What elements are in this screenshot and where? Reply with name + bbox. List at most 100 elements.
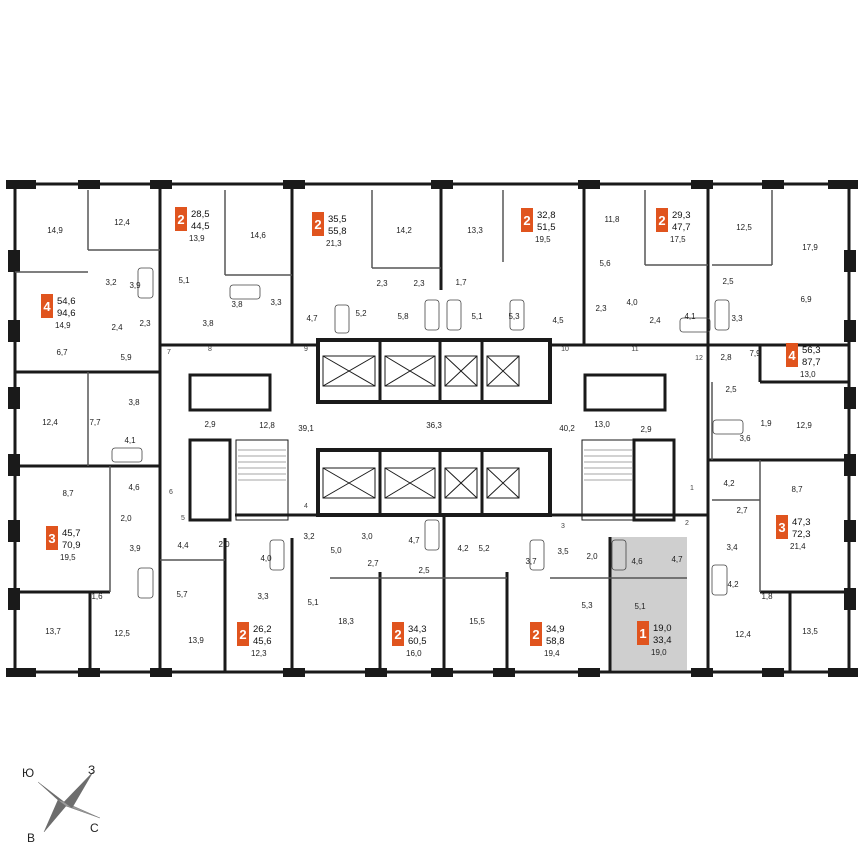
room-label: 4,1 — [124, 436, 136, 445]
door-number: 11 — [631, 346, 638, 353]
compass-letter-e: С — [90, 821, 99, 835]
svg-text:70,9: 70,9 — [62, 540, 81, 551]
door-number: 5 — [181, 515, 185, 522]
room-label: 5,1 — [178, 276, 190, 285]
apartment-badge: 2 26,2 45,6 12,3 — [237, 622, 272, 658]
door-number: 8 — [208, 346, 212, 353]
svg-text:33,4: 33,4 — [653, 635, 672, 646]
room-label: 1,9 — [760, 419, 772, 428]
room-label: 6,9 — [800, 295, 812, 304]
room-label: 3,3 — [731, 314, 743, 323]
room-label: 3,9 — [129, 544, 141, 553]
apartment-badge: 4 54,6 94,6 14,9 — [41, 294, 76, 330]
room-label: 13,3 — [467, 226, 483, 235]
svg-text:29,3: 29,3 — [672, 210, 691, 221]
room-label: 1,8 — [761, 592, 773, 601]
apartment-badge: 2 29,3 47,7 17,5 — [656, 208, 691, 244]
door-number: 9 — [304, 346, 308, 353]
room-label: 3,8 — [202, 319, 214, 328]
room-label: 4,2 — [457, 544, 469, 553]
svg-text:19,5: 19,5 — [535, 235, 551, 244]
door-number: 3 — [561, 523, 565, 530]
room-label: 4,0 — [626, 298, 638, 307]
room-label: 3,9 — [129, 281, 141, 290]
compass-letter-n: З — [88, 763, 95, 777]
room-label: 2,9 — [640, 425, 652, 434]
svg-text:2: 2 — [177, 212, 184, 227]
room-label: 12,5 — [114, 629, 130, 638]
svg-text:19,0: 19,0 — [651, 648, 667, 657]
svg-text:2: 2 — [239, 627, 246, 642]
room-label: 2,3 — [595, 304, 607, 313]
room-label: 4,4 — [177, 541, 189, 550]
apartment-badge: 2 34,3 60,5 16,0 — [392, 622, 427, 658]
apartment-badge: 2 32,8 51,5 19,5 — [521, 208, 556, 244]
apartment-badge: 2 34,9 58,8 19,4 — [530, 622, 565, 658]
room-label: 4,2 — [723, 479, 735, 488]
apartment-badge: 3 47,3 72,3 21,4 — [776, 515, 811, 551]
room-label: 7,9 — [749, 349, 761, 358]
door-number: 7 — [167, 349, 171, 356]
room-label: 5,8 — [397, 312, 409, 321]
door-number: 12 — [695, 355, 703, 362]
door-number: 10 — [561, 346, 569, 353]
svg-text:12,3: 12,3 — [251, 649, 267, 658]
room-label: 5,1 — [634, 602, 646, 611]
stair-steps — [238, 449, 632, 481]
svg-text:51,5: 51,5 — [537, 222, 556, 233]
svg-text:47,7: 47,7 — [672, 222, 691, 233]
room-label: 3,2 — [303, 532, 315, 541]
room-label: 14,9 — [47, 226, 63, 235]
door-number: 6 — [169, 489, 173, 496]
apartment-badge: 3 45,7 70,9 19,5 — [46, 526, 81, 562]
room-label: 3,4 — [726, 543, 738, 552]
room-label: 6,7 — [56, 348, 68, 357]
room-label: 2,3 — [139, 319, 151, 328]
room-label: 4,6 — [631, 557, 643, 566]
room-label: 40,2 — [559, 424, 575, 433]
room-label: 3,6 — [739, 434, 751, 443]
svg-text:56,3: 56,3 — [802, 345, 821, 356]
room-label: 13,5 — [802, 627, 818, 636]
compass: З Ю В С — [22, 763, 101, 845]
room-label: 3,0 — [361, 532, 373, 541]
room-label: 39,1 — [298, 424, 314, 433]
elevator-cabins — [322, 355, 520, 499]
compass-letter-s: В — [27, 831, 35, 845]
room-label: 36,3 — [426, 421, 442, 430]
svg-text:21,3: 21,3 — [326, 239, 342, 248]
room-labels: 14,9 12,4 14,6 14,2 13,3 11,8 12,5 17,9 … — [42, 215, 818, 645]
room-label: 2,4 — [111, 323, 123, 332]
room-label: 2,4 — [649, 316, 661, 325]
door-number: 1 — [690, 485, 694, 492]
svg-text:3: 3 — [48, 531, 55, 546]
room-label: 12,4 — [42, 418, 58, 427]
svg-text:72,3: 72,3 — [792, 529, 811, 540]
apartment-badge: 1 19,0 33,4 19,0 — [637, 621, 672, 657]
room-label: 13,0 — [594, 420, 610, 429]
room-label: 5,2 — [355, 309, 367, 318]
room-label: 3,7 — [525, 557, 537, 566]
room-label: 2,7 — [736, 506, 748, 515]
room-label: 14,2 — [396, 226, 412, 235]
svg-text:35,5: 35,5 — [328, 214, 347, 225]
apartment-badges[interactable]: 2 28,5 44,5 13,9 2 35,5 55,8 21,3 2 32,8… — [41, 207, 821, 658]
svg-text:60,5: 60,5 — [408, 636, 427, 647]
svg-text:1: 1 — [639, 626, 646, 641]
room-label: 2,0 — [218, 540, 230, 549]
room-label: 3,3 — [257, 592, 269, 601]
svg-text:2: 2 — [658, 213, 665, 228]
svg-text:17,5: 17,5 — [670, 235, 686, 244]
room-label: 18,3 — [338, 617, 354, 626]
room-label: 12,9 — [796, 421, 812, 430]
svg-text:55,8: 55,8 — [328, 226, 347, 237]
svg-text:44,5: 44,5 — [191, 221, 210, 232]
room-label: 4,7 — [306, 314, 318, 323]
room-label: 5,2 — [478, 544, 490, 553]
selected-apartment-highlight[interactable] — [610, 537, 687, 670]
svg-text:2: 2 — [532, 627, 539, 642]
svg-text:14,9: 14,9 — [55, 321, 71, 330]
room-label: 2,5 — [722, 277, 734, 286]
room-label: 7,7 — [89, 418, 101, 427]
room-label: 3,3 — [270, 298, 282, 307]
